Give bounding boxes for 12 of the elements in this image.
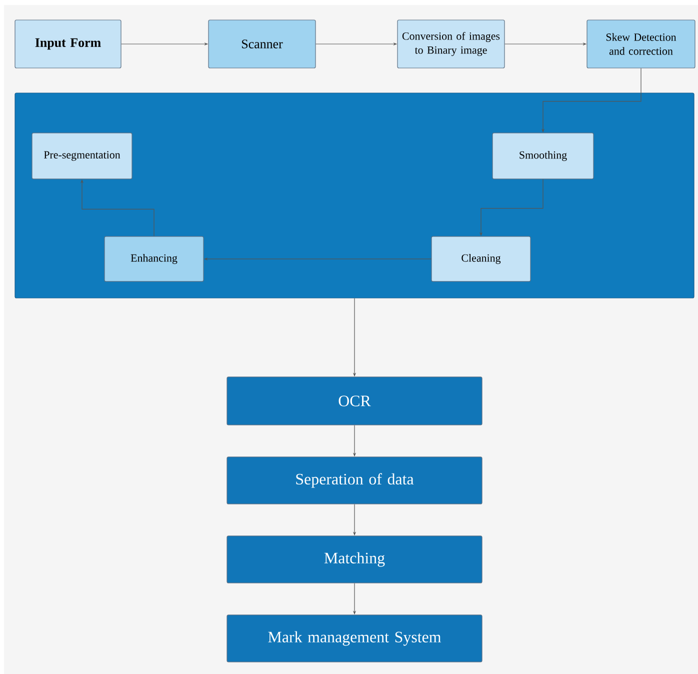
process-box: OCR <box>226 376 482 426</box>
process-box: Seperation of data <box>226 456 482 504</box>
process-box: Scanner <box>208 20 316 68</box>
process-box: Matching <box>226 536 482 584</box>
process-box: Conversion of images to Binary image <box>397 20 505 68</box>
process-box: Input Form <box>14 20 122 68</box>
process-box: Skew Detection and correction <box>586 20 696 68</box>
process-box: Pre-segmentation <box>32 132 132 180</box>
process-box: Cleaning <box>431 236 531 282</box>
process-box: Enhancing <box>104 236 204 282</box>
process-box: Smoothing <box>492 132 594 180</box>
process-box: Mark management System <box>226 614 482 662</box>
